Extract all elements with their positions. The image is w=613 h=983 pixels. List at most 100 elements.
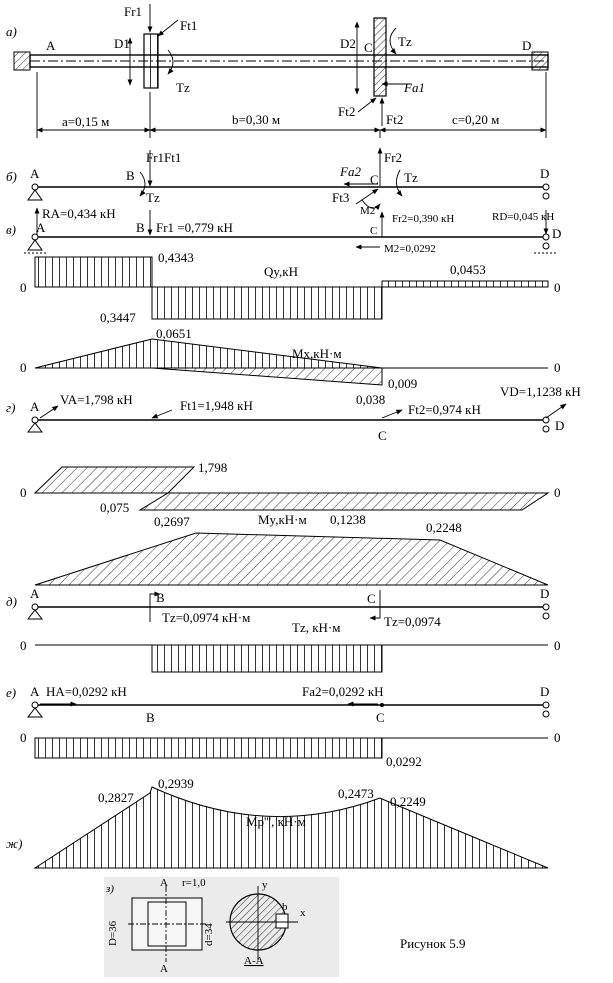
mx-value-1: 0,0651 (156, 326, 192, 341)
view-b-tag: б) (6, 169, 17, 184)
axial-force-diagram: 0 0 0,0292 (20, 730, 561, 769)
ft2-label-right: Ft2 (386, 112, 403, 127)
view-g-scheme: г) A VA=1,798 кН Ft1=1,948 кН C Ft2=0,97… (6, 384, 581, 443)
v-fr1-label: Fr1 =0,779 кН (156, 220, 233, 235)
b-ft3-label: Ft3 (332, 190, 349, 205)
support-d-label: D (522, 38, 531, 53)
view-e-tag: е) (6, 685, 16, 700)
mp-region (33, 786, 549, 869)
b-label-d: D (540, 166, 549, 181)
b-m2-label: M2 (360, 205, 375, 217)
tz-region-bc (151, 644, 383, 673)
b-tz2-label: Tz (404, 170, 418, 185)
mx-zero-left: 0 (20, 360, 27, 375)
my-value-1: 0,2697 (154, 514, 190, 529)
mx-value-3: 0,009 (388, 376, 417, 391)
pin-d-e (542, 701, 550, 709)
d-tz1-arrow (149, 591, 161, 622)
mx-bending-diagram: 0 0 0,0651 0,038 0,009 Mx,кН·м (20, 326, 561, 407)
view-z-section-sketch: з) A A r=1,0 D=36 d=34 y x b A-A (104, 877, 339, 977)
b-tz1-label: Tz (146, 190, 160, 205)
b-m2-arrow (361, 199, 381, 211)
g-ft2-label: Ft2=0,974 кН (408, 402, 481, 417)
e-label-d: D (540, 684, 549, 699)
my-bending-diagram: 0,2697 My,кН·м 0,1238 0,2248 (34, 512, 549, 586)
v-fr2-label: Fr2=0,390 кН (392, 213, 454, 225)
roller-d-v (542, 242, 550, 250)
view-g-tag: г) (6, 400, 15, 415)
va-arrow (39, 405, 59, 419)
dim-b-label: b=0,30 м (232, 112, 280, 127)
left-bearing (13, 51, 31, 71)
b-label-c: C (370, 172, 379, 187)
support-a-label: A (46, 38, 56, 53)
e-label-b: B (146, 710, 155, 725)
v-label-c: C (370, 225, 377, 237)
view-zh-tag: ж) (6, 836, 22, 851)
section-a-a-label: A-A (244, 955, 264, 967)
v-label-a: A (36, 220, 46, 235)
b-tz1-arrow (139, 171, 146, 197)
n-zero-right: 0 (554, 730, 561, 745)
tz-zero-right: 0 (554, 638, 561, 653)
qx-region-ab (33, 466, 196, 494)
b-fa2-label: Fa2 (339, 164, 361, 179)
pin-a-e (31, 701, 39, 709)
qy-value-3: 0,0453 (450, 262, 486, 277)
section-keyway (275, 913, 289, 929)
view-a-shaft-sketch: а) A D D1 Fr1 Ft1 Tz D2 C Tz Fa1 Ft2 Ft2 (6, 4, 549, 138)
roller-d-d (542, 612, 550, 620)
my-title: My,кН·м (258, 512, 307, 527)
qy-value-1: 0,4343 (158, 250, 194, 265)
pin-d-d (542, 603, 550, 611)
view-d-scheme: д) A B C D Tz=0,0974 кН·м Tz, кН·м Tz=0,… (6, 586, 550, 635)
e-label-a: A (30, 684, 40, 699)
b-tz2-arrow (396, 169, 403, 197)
qy-zero-left: 0 (20, 280, 27, 295)
qy-region-bc (151, 286, 383, 320)
tz1-label: Tz (176, 80, 190, 95)
qy-value-2: 0,3447 (100, 310, 136, 325)
tz2-torque-arrow (389, 27, 397, 55)
qx-value-1: 1,798 (198, 460, 227, 475)
dim-a-label: a=0,15 м (62, 114, 109, 129)
mp-value-3: 0,2473 (338, 786, 374, 801)
tz1-torque-arrow (167, 49, 174, 75)
d1-label: D1 (114, 36, 130, 51)
e-fa2-label: Fa2=0,0292 кН (302, 684, 384, 699)
pin-a-g (31, 416, 39, 424)
d-label-c: C (367, 591, 376, 606)
n-region-ac (34, 737, 383, 759)
qy-region-cd (381, 280, 549, 288)
pin-d-v (542, 233, 550, 241)
my-value-3: 0,2248 (426, 520, 462, 535)
fa1-label: Fa1 (403, 80, 425, 95)
b-fr1ft1-label: Fr1Ft1 (146, 150, 181, 165)
qy-region-ab (34, 256, 153, 288)
my-value-2: 0,1238 (330, 512, 366, 527)
view-a-tag: а) (6, 24, 17, 39)
ft1-arrow (157, 19, 179, 37)
diameter-d-label: D=36 (107, 920, 119, 946)
g-ft1-arrow (151, 409, 173, 419)
ft2-label-left: Ft2 (338, 104, 355, 119)
x-axis-label: x (300, 907, 306, 919)
roller-d-e (542, 710, 550, 718)
key-width-label: b (282, 901, 288, 913)
ra-label: RA=0,434 кН (42, 206, 116, 221)
b-ft3-arrow (355, 188, 379, 205)
mx-title: Mx,кН·м (292, 346, 342, 361)
g-ft2-arrow (381, 409, 403, 419)
vd-arrow (545, 403, 567, 419)
d-tz2-label: Tz=0,0974 (384, 614, 441, 629)
view-z-tag: з) (105, 883, 114, 895)
d-label-d: D (540, 586, 549, 601)
point-c-label: C (364, 40, 373, 55)
g-ft1-label: Ft1=1,948 кН (180, 398, 253, 413)
view-e-scheme: е) A HA=0,0292 кН B Fa2=0,0292 кН C D (6, 684, 550, 725)
right-bearing (531, 51, 549, 71)
cut-label-top: A (160, 877, 168, 889)
mp-equivalent-moment-diagram: ж) 0,2827 0,2939 0,2473 0,2249 Mp''', кН… (6, 776, 549, 869)
pin-a-d (31, 603, 39, 611)
